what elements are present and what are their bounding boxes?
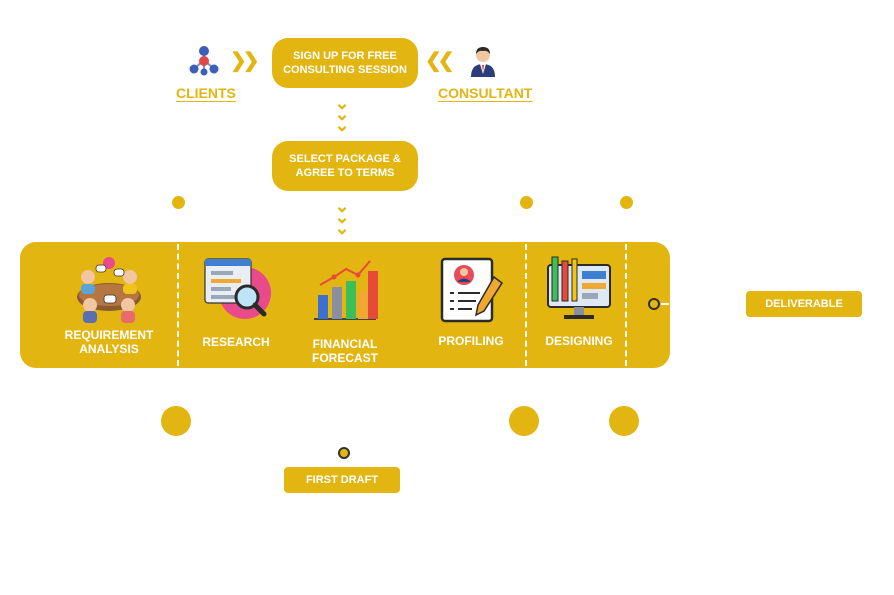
milestone-dot — [509, 406, 539, 436]
milestone-dot — [172, 196, 185, 209]
milestone-dot — [520, 196, 533, 209]
magnifier-report-icon — [201, 255, 271, 323]
milestone-dot — [609, 406, 639, 436]
chevrons-left-icon: ❮❮ — [425, 50, 454, 72]
design-monitor-icon — [544, 255, 614, 323]
step-profiling[interactable]: PROFILING — [416, 255, 526, 348]
deliverable-tag[interactable]: DELIVERABLE — [746, 291, 862, 317]
milestone-dot — [620, 196, 633, 209]
step-label: FINANCIAL FORECAST — [312, 337, 378, 365]
first-draft-node — [338, 447, 350, 459]
divider — [625, 244, 627, 366]
clients-link[interactable]: CLIENTS — [176, 85, 236, 101]
connector-line — [661, 303, 669, 305]
chevrons-down-icon: ⌄⌄⌄ — [334, 93, 350, 135]
select-package-box[interactable]: SELECT PACKAGE & AGREE TO TERMS — [272, 141, 418, 191]
first-draft-tag[interactable]: FIRST DRAFT — [284, 467, 400, 493]
divider — [525, 244, 527, 366]
chevrons-right-icon: ❯❯ — [230, 50, 259, 72]
consultant-link[interactable]: CONSULTANT — [438, 85, 533, 101]
step-label: PROFILING — [438, 334, 504, 348]
clients-network-icon — [189, 44, 219, 76]
step-research[interactable]: RESEARCH — [181, 255, 291, 349]
signup-free-consulting-box[interactable]: SIGN UP FOR FREE CONSULTING SESSION — [272, 38, 418, 88]
step-label: RESEARCH — [202, 335, 270, 349]
step-requirement-analysis[interactable]: REQUIREMENT ANALYSIS — [54, 255, 164, 356]
meeting-icon — [74, 255, 144, 323]
connector-node — [648, 298, 660, 310]
divider — [177, 244, 179, 366]
step-financial-forecast[interactable]: FINANCIAL FORECAST — [290, 255, 400, 365]
bar-chart-icon — [310, 255, 380, 323]
chevrons-down-icon: ⌄⌄⌄ — [334, 196, 350, 238]
consultant-avatar-icon — [468, 44, 498, 77]
milestone-dot — [161, 406, 191, 436]
step-label: REQUIREMENT ANALYSIS — [64, 328, 154, 356]
step-designing[interactable]: DESIGNING — [524, 255, 634, 348]
profile-document-icon — [436, 255, 506, 323]
step-label: DESIGNING — [545, 334, 613, 348]
